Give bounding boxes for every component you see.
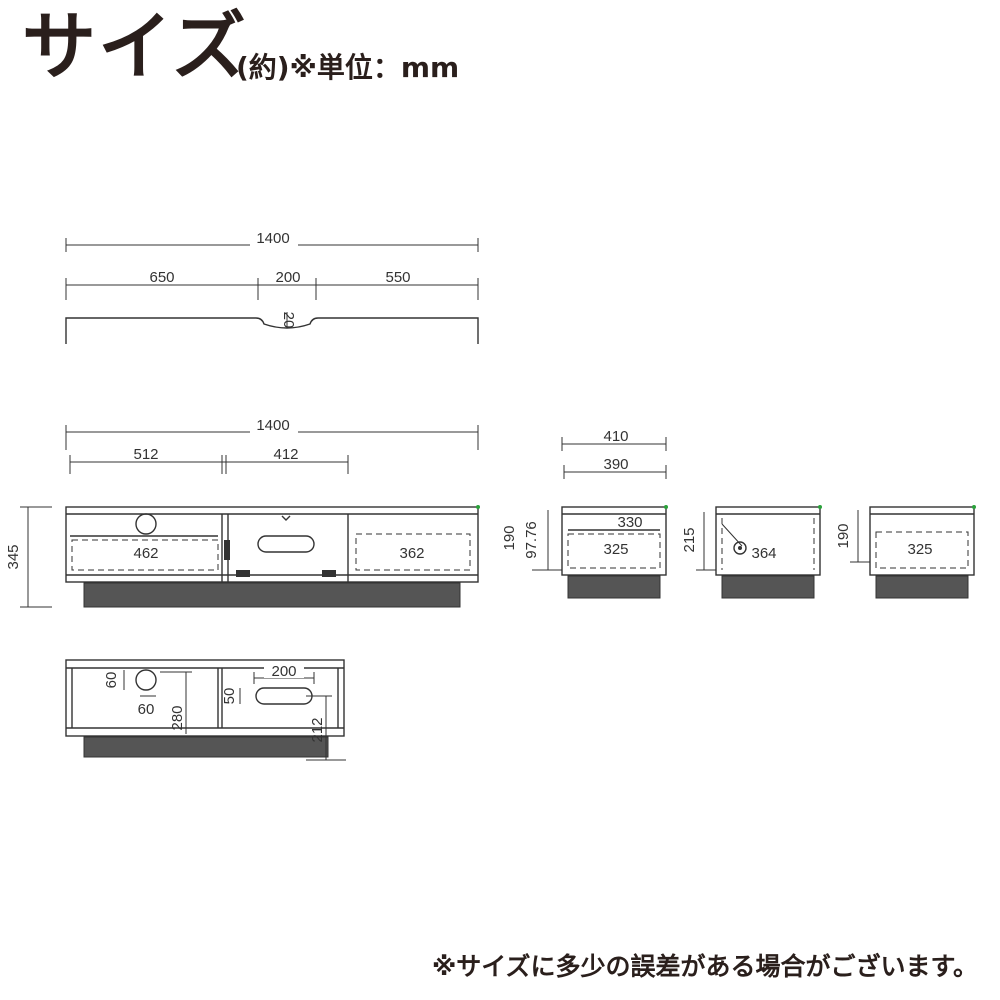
label-bg xyxy=(266,270,310,284)
side2-hole-icon xyxy=(733,541,747,555)
side-view-3: 325 190 xyxy=(835,505,976,599)
side3-drawer-label: 325 xyxy=(907,541,932,558)
center-slot xyxy=(257,535,315,553)
marker-dot xyxy=(818,505,822,509)
cable-hole-icon xyxy=(135,513,157,535)
notch-depth-label: 20 xyxy=(280,312,297,329)
side2-hole-center xyxy=(738,546,742,550)
top-overall-width-label: 1400 xyxy=(256,230,289,247)
slot-offset-label: 212 xyxy=(309,717,326,742)
latch-icon xyxy=(281,515,291,521)
side3-drawer-outline xyxy=(875,531,969,569)
side1-inner-depth-label: 390 xyxy=(603,456,628,473)
door-handle-icon xyxy=(224,540,230,560)
label-bg xyxy=(594,429,638,443)
back-cable-hole-icon xyxy=(135,669,157,691)
label-bg xyxy=(126,447,166,461)
back-view: 60 60 280 200 50 212 xyxy=(65,659,346,761)
label-bg xyxy=(376,270,420,284)
label-bg xyxy=(264,664,304,678)
side1-drawer-label: 325 xyxy=(603,541,628,558)
side2-body xyxy=(715,506,821,576)
side-view-1: 410 390 330 325 190 97.76 xyxy=(501,428,668,599)
side1-base xyxy=(567,575,661,599)
side3-body xyxy=(869,506,975,576)
unit-note: (約)※単位：mm xyxy=(236,51,460,84)
back-base xyxy=(83,736,329,758)
disclaimer-note: ※サイズに多少の誤差がある場合がございます。 xyxy=(431,952,978,981)
label-bg xyxy=(266,447,306,461)
side1-height-label: 190 xyxy=(501,525,518,550)
front-center-section-label: 412 xyxy=(273,446,298,463)
right-drawer-outline xyxy=(355,533,471,571)
side2-diag-line xyxy=(721,523,743,547)
top-view: 1400 650 200 550 20 xyxy=(65,230,479,344)
marker-dot xyxy=(972,505,976,509)
side2-depth-label: 364 xyxy=(751,545,776,562)
marker-dot xyxy=(476,505,480,509)
label-bg xyxy=(594,457,638,471)
side2-base xyxy=(721,575,815,599)
hinge-icon xyxy=(236,570,250,577)
side1-outer-depth-label: 410 xyxy=(603,428,628,445)
side1-shelf-label: 330 xyxy=(617,514,642,531)
side1-height-9776-label: 97.76 xyxy=(523,521,540,559)
side1-drawer-outline xyxy=(567,533,661,569)
front-base xyxy=(83,582,461,608)
side3-height-label: 190 xyxy=(835,523,852,548)
side-view-2: 364 215 xyxy=(681,505,822,599)
slot-width-label: 200 xyxy=(271,663,296,680)
front-overall-width-label: 1400 xyxy=(256,417,289,434)
label-bg xyxy=(140,270,184,284)
left-drawer-width-label: 462 xyxy=(133,545,158,562)
hole-diameter-v-label: 60 xyxy=(103,672,120,689)
side1-body xyxy=(561,506,667,576)
marker-dot xyxy=(664,505,668,509)
top-view-outline xyxy=(65,317,479,344)
hole-diameter-h-label: 60 xyxy=(138,701,155,718)
left-drawer-outline xyxy=(71,539,219,571)
page-title: サイズ xyxy=(22,4,248,90)
back-slot xyxy=(255,687,313,705)
top-seg-right-label: 550 xyxy=(385,269,410,286)
top-seg-center-label: 200 xyxy=(275,269,300,286)
front-view: 1400 512 412 462 362 345 xyxy=(5,417,480,608)
side3-base xyxy=(875,575,969,599)
top-seg-left-label: 650 xyxy=(149,269,174,286)
right-drawer-width-label: 362 xyxy=(399,545,424,562)
side2-height-label: 215 xyxy=(681,527,698,552)
front-height-label: 345 xyxy=(5,544,22,569)
back-body xyxy=(65,659,345,737)
hole-height-label: 280 xyxy=(169,705,186,730)
front-left-section-label: 512 xyxy=(133,446,158,463)
hinge-icon xyxy=(322,570,336,577)
slot-height-label: 50 xyxy=(221,688,238,705)
front-cabinet-body xyxy=(65,506,479,583)
